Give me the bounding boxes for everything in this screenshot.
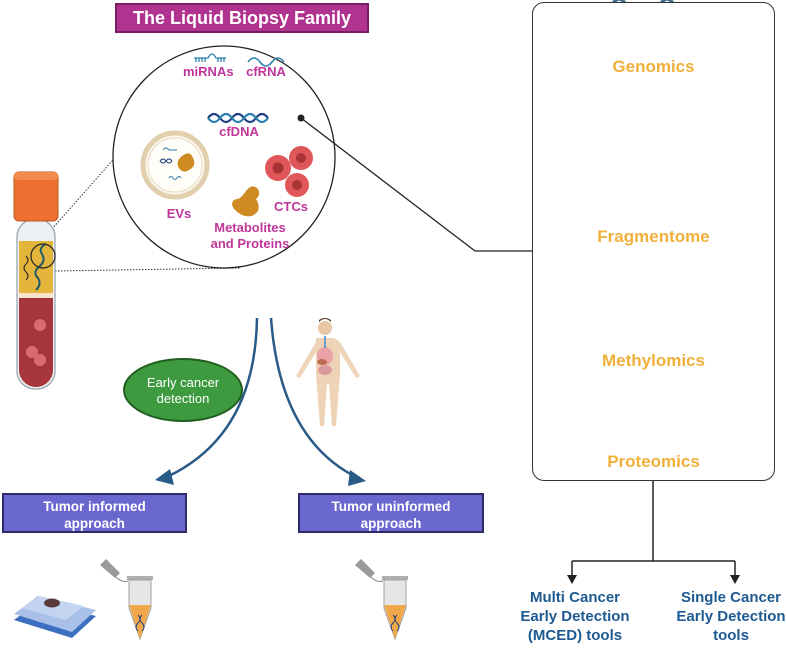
- cfdna-icon: [207, 112, 269, 124]
- tumor-informed-box: Tumor informed approach: [2, 493, 187, 533]
- eppendorf-tube-icon: [355, 559, 408, 641]
- single-tools-label: Single Cancer Early Detection tools: [672, 588, 786, 645]
- tumor-uninformed-box: Tumor uninformed approach: [298, 493, 484, 533]
- mced-line2: Early Detection: [520, 608, 630, 625]
- ctc-cells-icon: [265, 146, 313, 197]
- label-metabolites-line2: and Proteins: [210, 236, 290, 251]
- magnified-circle: [112, 45, 336, 269]
- mced-line1: Multi Cancer: [529, 589, 620, 606]
- early-detection-ellipse: Early cancer detection: [123, 358, 243, 422]
- omics-label-fragmentome: Fragmentome: [597, 227, 710, 246]
- page-title: The Liquid Biopsy Family: [115, 3, 369, 33]
- mced-line3: (MCED) tools: [527, 627, 623, 644]
- arrow-right-head: [348, 470, 366, 486]
- metabolite-protein-icon: [232, 186, 260, 217]
- cfrna-icon: [247, 57, 285, 67]
- single-line1: Single Cancer: [680, 589, 782, 606]
- mced-tools-label: Multi Cancer Early Detection (MCED) tool…: [515, 588, 635, 645]
- tumor-informed-line1: Tumor informed: [43, 499, 146, 514]
- tumor-informed-line2: approach: [64, 516, 125, 531]
- omics-panel: [532, 2, 775, 481]
- eppendorf-tube-icon: [100, 559, 153, 641]
- early-detection-line1: Early cancer: [146, 375, 220, 390]
- arrow-left-head: [155, 469, 174, 485]
- arrow-right-curve: [269, 317, 359, 480]
- zoom-line-bottom: [54, 267, 241, 272]
- ev-vesicle-icon: [140, 130, 210, 200]
- arrow-single: [730, 575, 740, 584]
- single-line3: tools: [713, 627, 749, 644]
- label-evs: EVs: [166, 206, 192, 221]
- label-metabolites-line1: Metabolites: [214, 220, 286, 235]
- tumor-uninformed-line2: approach: [360, 516, 422, 531]
- tools-connector: [571, 481, 736, 575]
- label-mirnas: miRNAs: [183, 64, 234, 79]
- early-detection-line2: detection: [156, 391, 210, 406]
- arrow-mced: [567, 575, 577, 584]
- omics-label-proteomics: Proteomics: [607, 452, 700, 471]
- label-cfrna: cfRNA: [246, 64, 286, 79]
- omics-label-genomics: Genomics: [612, 57, 695, 76]
- tissue-block-icon: [14, 596, 96, 638]
- label-cfdna: cfDNA: [219, 124, 259, 139]
- arrow-left-curve: [159, 317, 259, 482]
- blood-tube-icon: [13, 171, 59, 390]
- label-ctcs: CTCs: [274, 199, 308, 214]
- connector-line: [300, 117, 532, 252]
- omics-label-methylomics: Methylomics: [602, 351, 705, 370]
- single-line2: Early Detection: [676, 608, 786, 625]
- human-body-icon: [296, 318, 360, 426]
- tumor-uninformed-line1: Tumor uninformed: [331, 499, 451, 514]
- label-metabolites-proteins: Metabolites and Proteins: [200, 220, 300, 252]
- mirna-icon: [194, 53, 226, 62]
